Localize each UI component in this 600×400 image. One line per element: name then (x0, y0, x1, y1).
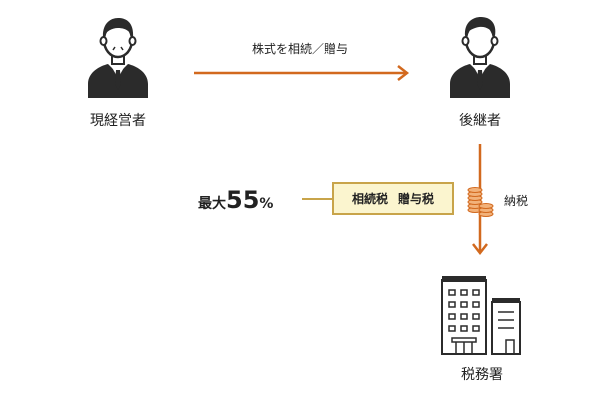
current-manager-person-icon (84, 14, 152, 98)
coins-icon (466, 184, 494, 218)
gift-tax-label: 贈与税 (398, 190, 434, 207)
payment-arrow-label: 納税 (504, 192, 528, 209)
transfer-arrow (192, 64, 412, 86)
transfer-arrow-label: 株式を相続／贈与 (230, 40, 370, 57)
max-rate-value: 55 (226, 186, 259, 214)
tax-office-label: 税務署 (434, 364, 530, 384)
successor-label: 後継者 (432, 110, 528, 130)
tax-type-box: 相続税 贈与税 (332, 182, 454, 215)
successor-person-icon (446, 14, 514, 98)
tax-office-building-icon (440, 274, 524, 356)
max-rate-suffix: % (259, 196, 273, 212)
current-manager-label: 現経営者 (70, 110, 166, 130)
max-rate-label: 最大55% (198, 186, 273, 214)
max-rate-connector (302, 198, 332, 200)
max-rate-prefix: 最大 (198, 196, 226, 212)
inheritance-tax-label: 相続税 (352, 190, 388, 207)
